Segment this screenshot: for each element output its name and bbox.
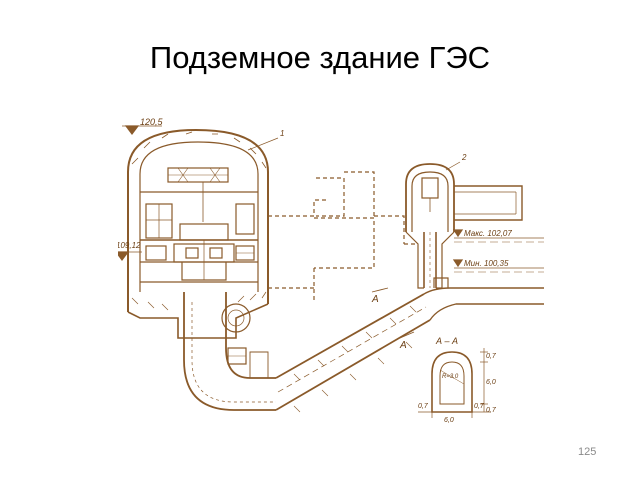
section-a-a-detail xyxy=(418,348,490,418)
tailrace-tunnel xyxy=(249,277,544,413)
callout-2-label: 2 xyxy=(461,153,467,162)
level-max-label: Макс. 102,07 xyxy=(464,229,512,238)
page-number: 125 xyxy=(578,446,597,458)
level-min-label: Мин. 100,35 xyxy=(464,259,509,268)
upper-dashed-structures xyxy=(313,171,418,300)
dim-07-right: 0,7 xyxy=(474,403,485,410)
powerhouse-cavern xyxy=(127,128,328,339)
section-mark-a-upper: А xyxy=(371,294,379,305)
dim-60-bottom: 6,0 xyxy=(444,417,454,424)
hydro-plant-section-drawing: 120,5 109,12 Макс. 102,07 Мин. 100,35 1 … xyxy=(118,117,544,424)
dim-07-left: 0,7 xyxy=(418,403,429,410)
section-mark-a-lower: А xyxy=(399,340,407,351)
elevation-top-label: 120,5 xyxy=(140,117,164,127)
radius-label: R=3,0 xyxy=(442,374,459,380)
slide-title: Подземное здание ГЭС xyxy=(149,40,491,75)
elevation-markers xyxy=(118,125,464,268)
dim-07-bottom: 0,7 xyxy=(486,407,497,414)
dim-07-top: 0,7 xyxy=(486,353,497,360)
callout-1-label: 1 xyxy=(280,129,284,138)
surge-shaft xyxy=(405,161,544,289)
dim-60-side: 6,0 xyxy=(486,379,496,386)
section-title-label: А – А xyxy=(435,336,458,346)
elevation-left-label: 109,12 xyxy=(118,241,141,250)
draft-tube xyxy=(183,292,276,411)
